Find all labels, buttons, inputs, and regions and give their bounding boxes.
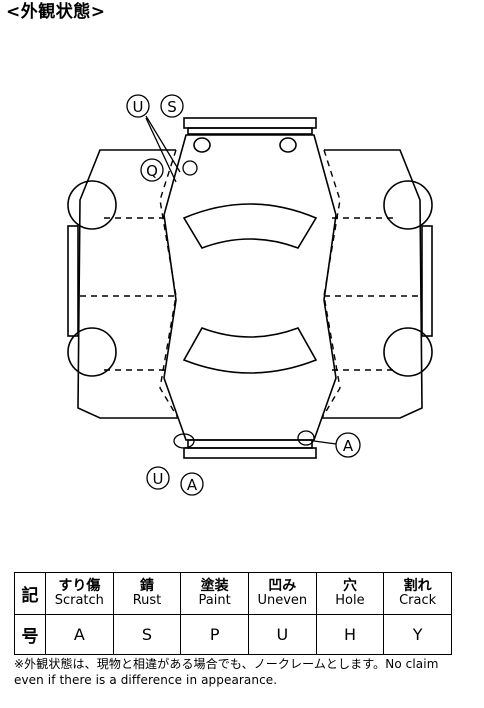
damage-mark-text: U [133,98,144,116]
legend-code-cell: U [247,614,317,655]
section-title: <外観状態> [6,2,106,22]
legend-code-row: 号 A S P U H Y [14,614,452,655]
legend-code-cell: Y [383,614,452,655]
left-side-panel [77,149,178,419]
legend-code-cell: H [315,614,385,655]
left-rear-wheel [67,327,117,377]
right-front-wheel [383,180,433,230]
damage-mark-text: Q [146,162,158,180]
disclaimer-note: ※外観状態は、現物と相違がある場合でも、ノークレームとします。No claim … [14,657,439,687]
damage-mark-text: S [167,98,177,116]
rear-windshield [182,327,318,374]
damage-mark-text: A [187,476,198,494]
damage-mark-text: A [343,437,354,455]
rear-bumper [187,439,313,449]
right-rear-wheel [383,327,433,377]
front-bumper [183,117,317,129]
legend-row-label: 記 [14,572,46,615]
legend-row-label: 号 [14,614,46,655]
front-windshield [182,203,318,249]
right-side-panel [322,149,423,419]
legend-code-cell: A [45,614,114,655]
left-front-wheel [67,180,117,230]
car-body-outline [163,134,337,441]
damage-mark-text: U [153,470,164,488]
legend-code-cell: P [180,614,249,655]
legend-code-cell: S [112,614,182,655]
vehicle-diagram: U S Q U A A [67,94,433,496]
